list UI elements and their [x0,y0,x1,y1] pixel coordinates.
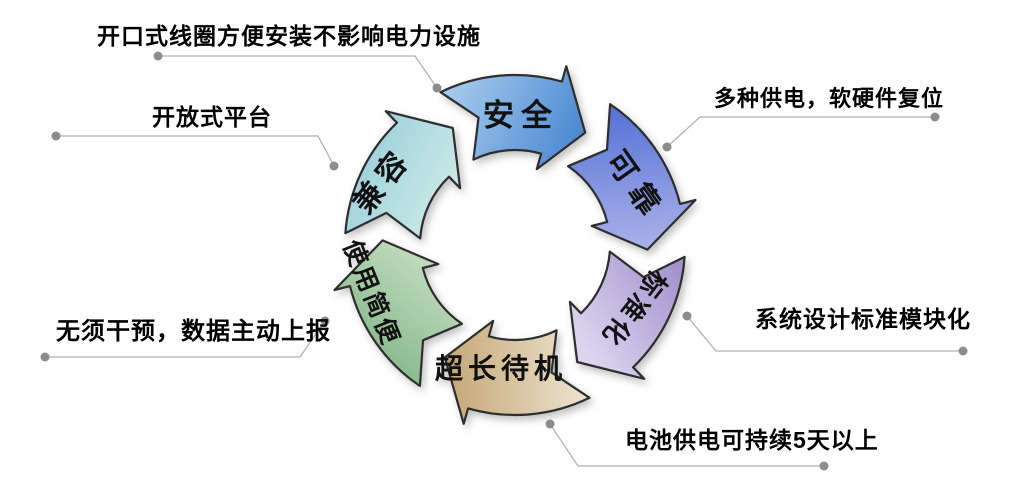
segment-compatible: 兼容 [344,110,462,240]
connector-dot [682,311,692,321]
segment-long-standby-arrow [443,319,591,425]
callout-reliable-line [666,116,935,148]
connector-dot [545,419,555,429]
callout-compatible: 开放式平台 [51,104,339,171]
segment-reliable-arrow [567,103,697,251]
callout-standardization-text: 系统设计标准模块化 [755,306,971,332]
segment-standardization-arrow [568,250,686,380]
segment-safety-arrow [439,65,587,171]
connector-dot [662,142,672,152]
connector-dot [320,316,330,326]
callout-easy-use-line [45,320,326,358]
callout-reliable-text: 多种供电，软硬件复位 [714,86,944,111]
connector-dot [153,51,163,61]
connector-dot [329,161,339,171]
segment-long-standby: 超长待机 [435,319,591,425]
callout-compatible-line [56,135,335,167]
callout-safety-line [158,55,438,89]
connector-dot [432,83,442,93]
connector-dot [930,112,940,122]
segment-easy-use-arrow [333,239,463,387]
callout-reliable: 多种供电，软硬件复位 [662,86,944,152]
connector-dot [958,346,968,356]
callouts: 开口式线圈方便安装不影响电力设施 多种供电，软硬件复位 开放式平台 系统设计标准… [40,23,971,471]
callout-compatible-text: 开放式平台 [152,104,272,130]
cycle-ring: 安全 可靠 标准化 超长待机 使用简便 兼容 [333,65,697,425]
segment-safety: 安全 [439,65,587,171]
callout-safety-text: 开口式线圈方便安装不影响电力设施 [97,23,481,49]
segment-reliable: 可靠 [567,103,697,251]
segment-safety-label: 安全 [483,98,559,133]
callout-standardization: 系统设计标准模块化 [682,306,971,356]
connector-dot [51,131,61,141]
callout-long-standby-text: 电池供电可持续5天以上 [625,427,879,453]
segment-standardization: 标准化 [568,250,686,380]
connector-dot [40,352,50,362]
segment-compatible-arrow [344,110,462,240]
callout-safety: 开口式线圈方便安装不影响电力设施 [97,23,481,93]
connector-dot [819,461,829,471]
callout-easy-use: 无须干预，数据主动上报 [40,316,331,362]
callout-easy-use-text: 无须干预，数据主动上报 [56,318,331,345]
callout-standardization-line [686,315,963,352]
callout-long-standby-line [549,423,824,467]
callout-long-standby: 电池供电可持续5天以上 [545,419,879,471]
segment-long-standby-label: 超长待机 [435,353,567,384]
